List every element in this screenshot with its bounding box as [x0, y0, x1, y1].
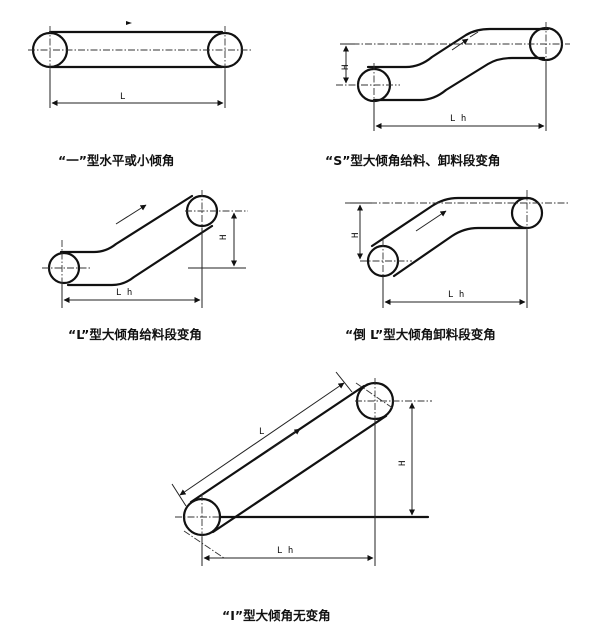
caption-s-type: “S”型大倾角给料、卸料段变角: [325, 153, 500, 168]
dimension-horizontal: L h: [373, 62, 547, 131]
dimension-horizontal: L h: [201, 420, 376, 566]
diagram-inverted-l: H L h “倒 L”型大倾角卸料段变角: [345, 190, 570, 342]
direction-arrow: [267, 428, 301, 452]
dim-label-h: H: [341, 65, 351, 70]
diagram-l-type: H L h “L”型大倾角给料段变角: [42, 190, 248, 342]
dim-label-h: H: [398, 461, 408, 466]
dim-label-lh: L h: [277, 546, 293, 556]
conveyor-belt: [356, 26, 564, 103]
conveyor-belt: [47, 194, 219, 287]
caption-l-type: “L”型大倾角给料段变角: [68, 327, 202, 342]
dimension-height: H: [340, 43, 355, 84]
diagram-s-type: H L h “S”型大倾角给料、卸料段变角: [325, 22, 570, 168]
direction-arrow: [126, 21, 132, 25]
conveyor-belt: [366, 196, 544, 278]
direction-arrow: [115, 204, 147, 225]
diagram-i-type: L H L h “I”型大倾角无变角: [171, 371, 432, 623]
dimension-length: L: [49, 70, 226, 108]
caption-inverted-l: “倒 L”型大倾角卸料段变角: [345, 327, 496, 342]
dim-label-l: L: [259, 427, 264, 437]
dimension-horizontal: L h: [61, 228, 203, 308]
dimension-height: H: [350, 202, 372, 260]
dimension-height: H: [398, 402, 415, 516]
diagram-horizontal: L “一”型水平或小倾角: [28, 21, 252, 168]
direction-arrow: [415, 210, 447, 232]
conveyor-belt: [182, 381, 395, 537]
dim-label-h: H: [351, 233, 361, 238]
dim-label-l: L: [120, 92, 125, 102]
dim-label-lh: L h: [116, 288, 132, 298]
direction-arrow: [451, 38, 469, 51]
dim-label-lh: L h: [448, 290, 464, 300]
dim-label-h: H: [219, 235, 229, 240]
dim-label-lh: L h: [450, 114, 466, 124]
caption-horizontal: “一”型水平或小倾角: [58, 153, 174, 168]
dimension-height: H: [188, 212, 246, 269]
caption-i-type: “I”型大倾角无变角: [222, 608, 331, 623]
conveyor-belt: [31, 30, 244, 69]
dimension-horizontal: L h: [382, 230, 528, 308]
dimension-length: L: [171, 371, 353, 507]
